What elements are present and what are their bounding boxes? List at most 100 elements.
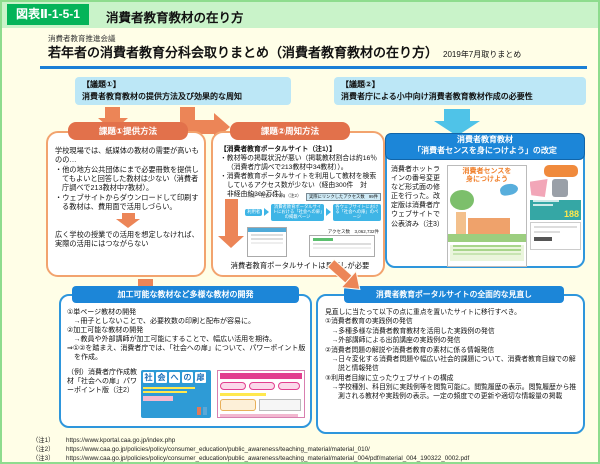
dev-item2: ②加工可能な教材の開発	[67, 327, 144, 335]
topic2-box: 【議題②】 消費者庁による小中向け消費者教育教材作成の必要性	[334, 77, 586, 105]
topic2-label: 【議題②】	[341, 80, 380, 89]
issue2-bullet1: ・教材等の掲載状況が悪い（掲載教材割合は約16％（消費者庁調べで213教材中34…	[220, 155, 378, 172]
issue1-conclusion: 広く学校の授業での活用を想定しなければ、実際の活用にはつながらない	[55, 229, 199, 248]
tobira-char: の	[182, 372, 193, 383]
council-name: 消費者教育推進会議	[48, 34, 116, 43]
booklet-page-thumb: 188	[529, 165, 581, 265]
figure-number-badge: 図表Ⅱ-1-5-1	[7, 4, 89, 25]
revision-body: 消費者ホットラインの番号変更など形式面の修正を行った。改定版は消費者庁ウェブサイ…	[391, 166, 444, 228]
review-point1: ①消費者教育の実践例の発信	[325, 318, 413, 326]
report-title: 若年者の消費者教育分科会取りまとめ（消費者教育教材の在り方） 2019年7月取りま…	[48, 42, 521, 61]
issue2-header: 課題②周知方法	[230, 122, 350, 140]
arrow-diagonal-icon	[326, 258, 361, 290]
revision-header-line1: 消費者教育教材	[457, 135, 513, 144]
footnote-url: https://www.caa.go.jp/policies/policy/co…	[66, 455, 470, 463]
footnote-label: （注3）	[32, 455, 55, 463]
development-header: 加工可能な教材など多様な教材の開発	[72, 286, 299, 303]
review-point1a: →多種多様な消費者教育教材を活用した実践例の発信	[331, 327, 495, 335]
topic1-box: 【議題①】 消費者教育教材の提供方法及び効果的な周知	[75, 77, 291, 105]
development-box: ①単ページ教材の開発 →冊子としないことで、必要枚数の印刷と配布が容易に。 ②加…	[59, 294, 312, 428]
building-icon	[456, 212, 467, 235]
dev-item2-detail: →教員や外部講師が加工可能にすることで、幅広い活用を期待。	[73, 336, 277, 344]
tiny-figures-icon	[197, 407, 207, 415]
figure-title: 消費者教育教材の在り方	[106, 11, 244, 25]
tobira-char: 社	[143, 372, 154, 383]
footnote-url: https://www.caa.go.jp/policies/policy/co…	[66, 446, 370, 454]
footnote-label: （注2）	[32, 446, 55, 454]
powerpoint-slide-thumb	[217, 370, 305, 418]
footnote-label: （注1）	[32, 437, 55, 444]
hotline-number: 188	[563, 209, 579, 219]
bird-icon	[498, 182, 519, 197]
site-screenshot-thumb	[309, 235, 375, 257]
access-diagram: （例）「社会への扉」（注2） 実際にリンクしたアクセス数 99件 利用者 消費者…	[245, 193, 381, 261]
hotline-banner: 188	[529, 200, 581, 220]
title-underline	[40, 66, 587, 69]
review-point2a: →日々変化する消費者問題や幅広い社会的課題について、消費者教育目線での解説と情報…	[331, 355, 576, 373]
issue2-box: 【消費者教育ポータルサイト（注1）】 ・教材等の掲載状況が悪い（掲載教材割合は約…	[211, 131, 385, 277]
booklet-title-line1: 消費者センスを	[462, 168, 512, 175]
booklet-title-line2: 身につけよう	[465, 176, 508, 184]
yellow-text-line	[220, 393, 266, 396]
flow-arrow-icon	[325, 208, 331, 217]
issue2-lead: 【消費者教育ポータルサイト（注1）】	[220, 146, 336, 153]
revision-header: 消費者教育教材 「消費者センスを身につけよう」の改定	[385, 133, 585, 160]
issue1-bullet2: ・ウェブサイトからダウンロードして印刷する教材は、費用面で活用しづらい。	[55, 192, 199, 212]
dev-item1-detail: →冊子としないことで、必要枚数の印刷と配布が容易に。	[73, 318, 256, 326]
access-diagram-caption: （例）「社会への扉」（注2）	[245, 193, 302, 198]
topic1-text: 消費者教育教材の提供方法及び効果的な周知	[82, 92, 242, 101]
pink-label	[143, 396, 173, 401]
arrow-down-small-icon	[55, 212, 201, 230]
review-point1b: →外部講師による出前講座の実践例の発信	[331, 337, 461, 345]
review-header: 消費者教育ポータルサイトの全面的な見直し	[344, 286, 564, 303]
access-flow-row: 利用者 消費者教育ポータルサイトにおける「社会への扉」の掲載ページ 各ウェブサイ…	[245, 204, 381, 221]
footnote-row: （注3） https://www.caa.go.jp/policies/polic…	[32, 454, 470, 463]
topic2-text: 消費者庁による小中向け消費者教育教材作成の必要性	[341, 92, 533, 101]
dev-example-caption: （例）消費者庁作成教材「社会への扉」パワーポイント版（注2）	[67, 369, 137, 395]
issue1-box: 学校現場では、紙媒体の教材の需要が高いものの… ・他の地方公共団体にまで必要冊数…	[46, 131, 206, 277]
ground-shape	[448, 234, 526, 243]
footnote-row: （注1） https://www.kportal.caa.go.jp/index.…	[32, 436, 469, 445]
review-point2: ②消費者問題の解説や消費者教育の素材に係る情報発信	[325, 346, 495, 354]
shakai-tobira-thumb: 社 会 へ の 扉	[141, 370, 211, 418]
issue1-bullet1: ・他の地方公共団体にまで必要冊数を提供してもよいと回答した教材は少ない（消費者庁…	[55, 164, 199, 193]
footnotes: （注1） https://www.kportal.caa.go.jp/index.…	[32, 436, 470, 463]
issue2-bullet2: ・消費者教育ポータルサイトを利用して教材を検索しているアクセス数が少ない（経由3…	[220, 173, 377, 199]
tree-icon	[450, 190, 475, 211]
building-icon	[468, 218, 511, 235]
topic1-label: 【議題①】	[82, 80, 121, 89]
slide-title-bar	[220, 373, 302, 379]
issue2-conclusion: 消費者教育ポータルサイトは見直しが必要	[230, 261, 370, 270]
flow-arrow-icon	[264, 208, 270, 217]
footnote-url: https://www.kportal.caa.go.jp/index.php	[66, 437, 176, 444]
linked-access-count: 実際にリンクしたアクセス数 99件	[305, 193, 381, 201]
pink-label	[220, 414, 298, 417]
issue1-header: 課題①提供方法	[68, 122, 188, 140]
yellow-text-line	[143, 387, 195, 389]
revision-header-line2: 「消費者センスを身につけよう」の改定	[413, 146, 557, 156]
yellow-text-line	[143, 391, 187, 393]
portal-screenshot-thumb	[247, 227, 287, 257]
dev-result: ⇒①②を踏まえ、消費者庁では、「社会への扉」について、パワーポイント版を作成。	[67, 345, 306, 362]
tobira-char: 扉	[195, 372, 206, 383]
booklet-cover-thumb: 消費者センスを 身につけよう	[447, 165, 527, 267]
total-access-count: アクセス数 3,062,732件	[327, 229, 379, 234]
report-title-text: 若年者の消費者教育分科会取りまとめ（消費者教育教材の在り方）	[48, 45, 439, 60]
booklet-contents-list	[450, 245, 524, 262]
revision-box: 消費者ホットラインの番号変更など形式面の修正を行った。改定版は消費者庁ウェブサイ…	[385, 147, 585, 268]
report-date: 2019年7月取りまとめ	[443, 50, 522, 59]
flow-portal-box: 消費者教育ポータルサイトにおける「社会への扉」の掲載ページ	[271, 204, 324, 221]
form-area	[529, 222, 581, 250]
speech-bubble-icon	[543, 165, 578, 177]
dev-item1: ①単ページ教材の開発	[67, 309, 137, 316]
review-point3: ③利用者目線に立ったウェブサイトの構成	[325, 374, 454, 382]
tobira-char: 会	[156, 372, 167, 383]
tobira-char: へ	[169, 372, 180, 383]
review-point3a: →学校種別、科目別に実践例等を閲覧可能に。閲覧履歴の表示。閲覧履歴から推測される…	[331, 384, 577, 401]
issue1-lead: 学校現場では、紙媒体の教材の需要が高いものの…	[55, 146, 199, 165]
footnote-row: （注2） https://www.caa.go.jp/policies/polic…	[32, 445, 469, 454]
character-icon	[529, 179, 548, 197]
booklet-illustration	[448, 182, 526, 243]
flow-user-box: 利用者	[245, 208, 263, 216]
review-intro: 見直しに当たって以下の点に重点を置いたサイトに移行すべき。	[325, 309, 521, 316]
